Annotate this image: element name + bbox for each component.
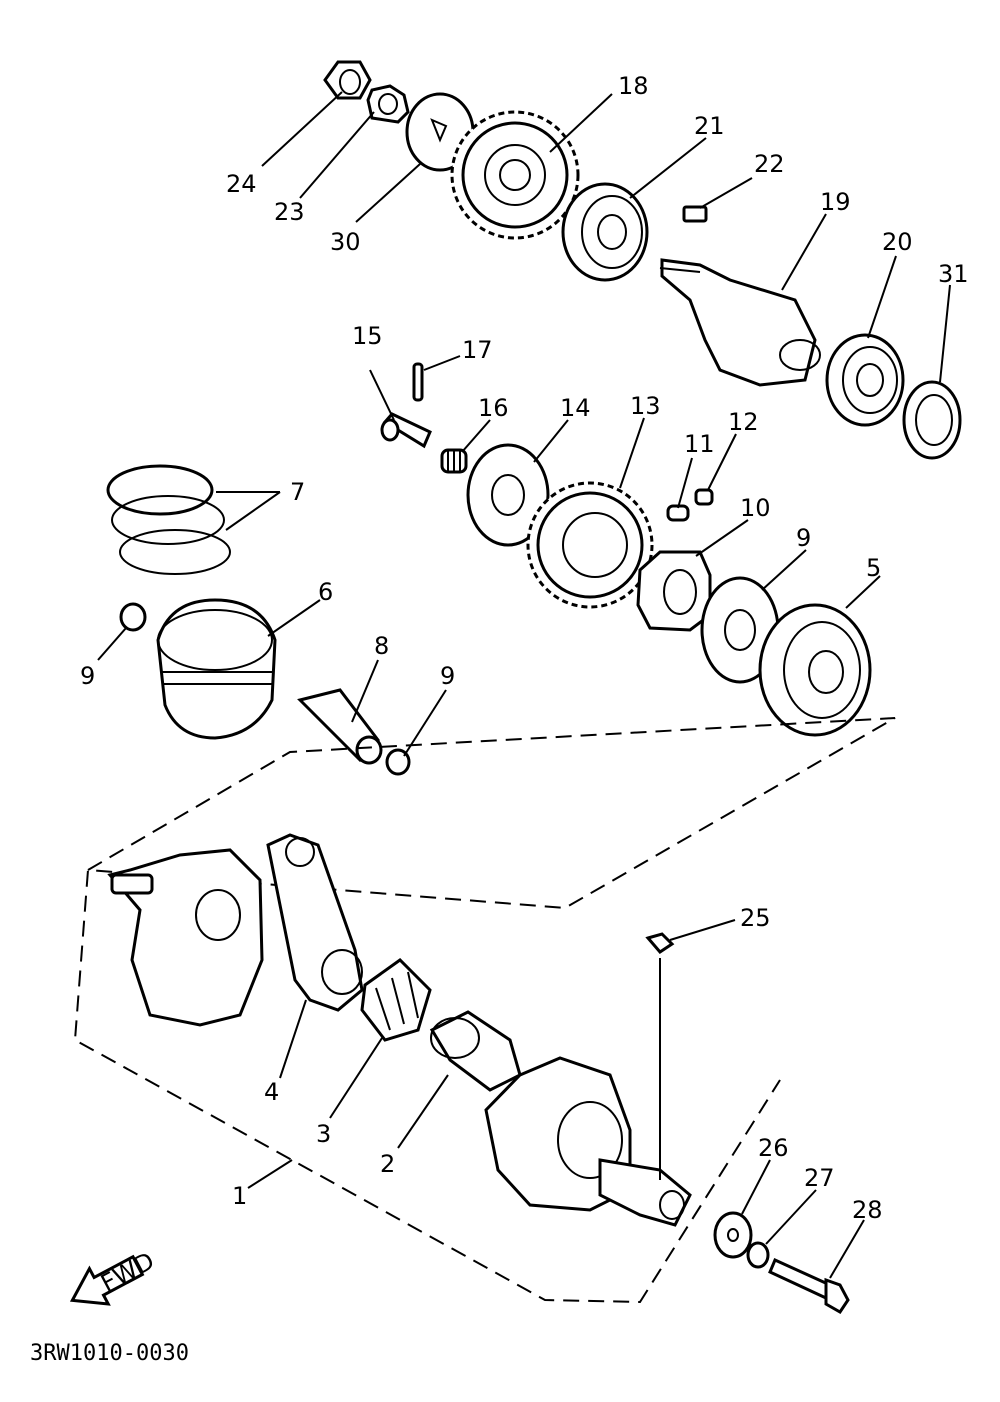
callout-18: 17 bbox=[462, 336, 493, 364]
part-31-seal bbox=[902, 380, 962, 460]
part-21-bearing bbox=[825, 333, 905, 427]
callout-17: 16 bbox=[478, 394, 509, 422]
callout-30: 30 bbox=[330, 228, 361, 256]
callout-29: 28 bbox=[852, 1196, 883, 1224]
callout-8: 8 bbox=[374, 632, 389, 660]
callout-5: 5 bbox=[866, 554, 881, 582]
part-16-pin bbox=[380, 412, 432, 449]
callout-9-right: 9 bbox=[440, 662, 455, 690]
assembly-boundary bbox=[73, 717, 896, 1304]
callout-11: 10 bbox=[740, 494, 771, 522]
callout-28: 27 bbox=[804, 1164, 835, 1192]
part-26-key bbox=[645, 932, 675, 1180]
callout-12: 11 bbox=[684, 430, 715, 458]
part-5-bearing bbox=[758, 603, 872, 737]
part-7-piston-rings bbox=[106, 464, 231, 575]
part-4-connecting-rod bbox=[266, 833, 364, 1012]
callout-23: 22 bbox=[754, 150, 785, 178]
part-18-pin bbox=[412, 362, 424, 402]
callout-19: 18 bbox=[618, 72, 649, 100]
part-crank-web-left bbox=[107, 848, 264, 1027]
part-25-nut bbox=[323, 60, 372, 100]
callout-3: 3 bbox=[316, 1120, 331, 1148]
part-12-spring bbox=[666, 504, 690, 522]
part-13-plunger bbox=[694, 488, 714, 506]
callout-2: 2 bbox=[380, 1150, 395, 1178]
callout-21: 20 bbox=[882, 228, 913, 256]
callout-15: 14 bbox=[560, 394, 591, 422]
callout-25: 24 bbox=[226, 170, 257, 198]
part-29-bolt bbox=[768, 1257, 850, 1314]
callout-13: 12 bbox=[728, 408, 759, 436]
leader-lines bbox=[97, 91, 951, 1279]
callout-6: 6 bbox=[318, 578, 333, 606]
callout-16: 15 bbox=[352, 322, 383, 350]
forward-arrow-icon: FWD bbox=[69, 1247, 159, 1306]
callout-7: 7 bbox=[290, 478, 305, 506]
part-crank-web-right bbox=[484, 1056, 692, 1227]
part-3-needle-bearing bbox=[360, 958, 432, 1042]
part-2-crank-pin bbox=[429, 1010, 522, 1092]
callout-27: 26 bbox=[758, 1134, 789, 1162]
part-14-gear bbox=[526, 481, 654, 609]
callout-10: 9 bbox=[796, 524, 811, 552]
callout-31: 31 bbox=[938, 260, 969, 288]
part-24-lock-washer bbox=[366, 84, 410, 124]
part-20-shaft bbox=[659, 258, 821, 387]
callout-24: 23 bbox=[274, 198, 305, 226]
part-22-bearing bbox=[561, 182, 649, 282]
callout-22: 21 bbox=[694, 112, 725, 140]
forward-arrow-label: FWD bbox=[96, 1247, 159, 1298]
part-8-piston-pin bbox=[297, 688, 383, 765]
callout-14: 13 bbox=[630, 392, 661, 420]
part-19-gear bbox=[450, 110, 580, 240]
callout-1: 1 bbox=[232, 1182, 247, 1210]
part-23-key bbox=[682, 205, 708, 223]
part-6-piston bbox=[156, 598, 277, 740]
part-17-spring bbox=[440, 448, 468, 474]
part-9-clip-right bbox=[385, 748, 411, 776]
drawing-code: 3RW1010-0030 bbox=[30, 1341, 189, 1366]
callout-26: 25 bbox=[740, 904, 771, 932]
part-27-washer bbox=[713, 1211, 753, 1259]
callout-9-left: 9 bbox=[80, 662, 95, 690]
part-9-clip-left bbox=[119, 602, 147, 632]
part-11-collar bbox=[636, 550, 712, 632]
part-15-plate bbox=[466, 443, 550, 547]
callout-4: 4 bbox=[264, 1078, 279, 1106]
callout-20: 19 bbox=[820, 188, 851, 216]
part-28-lock-washer bbox=[746, 1241, 770, 1269]
